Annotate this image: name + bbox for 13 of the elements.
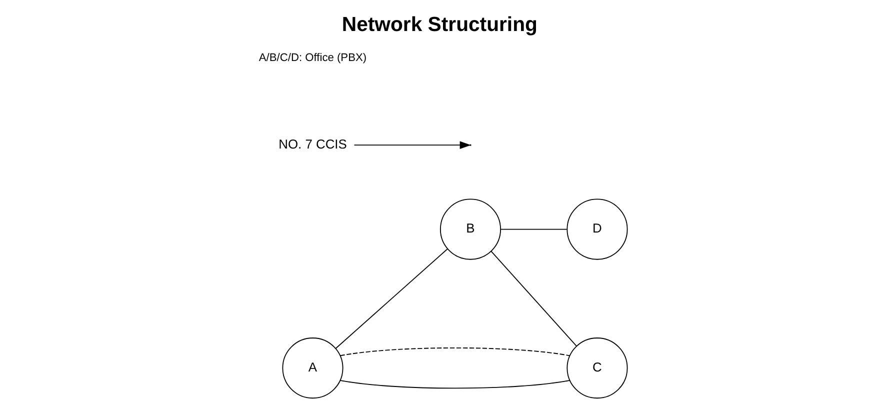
connector <box>490 250 577 347</box>
node-text: NO. 7 CCIS <box>278 136 346 152</box>
connector <box>339 380 570 389</box>
node-circle: B <box>439 198 501 260</box>
connector <box>334 248 448 349</box>
arrow <box>353 141 470 149</box>
node-circle: C <box>566 338 628 399</box>
node-circle: A <box>282 338 343 399</box>
diagram-title: Network Structuring <box>341 14 537 36</box>
connector <box>500 228 567 230</box>
connector <box>339 347 570 356</box>
node-circle: D <box>566 198 628 260</box>
label: A/B/C/D: Office (PBX) <box>258 52 366 64</box>
